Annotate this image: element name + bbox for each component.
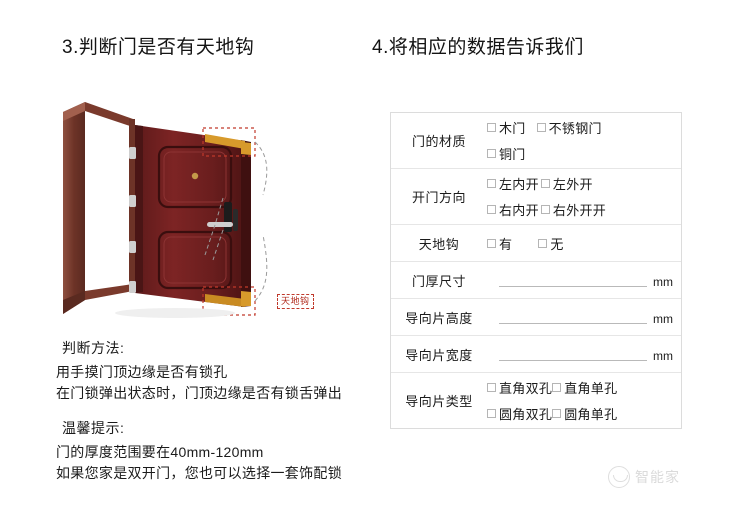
note-tip: 温馨提示: 门的厚度范围要在40mm-120mm 如果您家是双开门，您也可以选择… [56, 418, 342, 484]
table-row: 导向片宽度 mm [391, 336, 681, 373]
measure-field: mm [487, 346, 677, 363]
row-label-guide-plate-type: 导向片类型 [405, 394, 473, 409]
row-label-open-direction: 开门方向 [411, 190, 466, 205]
option-label: 不锈钢门 [548, 121, 602, 136]
checkbox-option-round-double-hole[interactable]: 圆角双孔 [487, 404, 552, 423]
checkbox-icon[interactable] [487, 383, 496, 392]
door-thickness-input[interactable] [499, 272, 647, 287]
note-tip-line-2: 如果您家是双开门，您也可以选择一套饰配锁 [56, 465, 342, 481]
option-label: 右外开开 [552, 203, 607, 218]
note-method: 判断方法: 用手摸门顶边缘是否有锁孔 在门锁弹出状态时，门顶边缘是否有锁舌弹出 [56, 338, 342, 404]
checkbox-icon[interactable] [552, 383, 562, 392]
checkbox-icon[interactable] [487, 205, 496, 214]
guide-plate-height-input[interactable] [499, 309, 647, 324]
option-label: 圆角双孔 [499, 407, 553, 422]
option-line: 直角双孔 直角单孔 [487, 377, 677, 398]
table-row: 导向片高度 mm [391, 299, 681, 336]
measure-field: mm [487, 309, 677, 326]
checkbox-icon[interactable] [552, 409, 562, 418]
option-label: 无 [550, 236, 564, 252]
row-label-door-thickness: 门厚尺寸 [411, 273, 466, 289]
checkbox-icon[interactable] [487, 149, 496, 158]
option-label: 左内开 [499, 177, 539, 192]
option-label: 木门 [499, 121, 526, 136]
option-label: 直角双孔 [499, 381, 553, 396]
checkbox-icon[interactable] [540, 179, 550, 188]
checkbox-option-no-tiandigou[interactable]: 无 [538, 234, 563, 253]
watermark-text: 智能家 [635, 469, 680, 485]
row-input-door-thickness: mm [487, 268, 681, 293]
note-method-title: 判断方法: [62, 340, 125, 356]
unit-label: mm [653, 311, 673, 326]
checkbox-option-left-inward[interactable]: 左内开 [487, 174, 539, 193]
note-tip-title: 温馨提示: [62, 420, 125, 436]
row-options-door-material: 木门 不锈钢门 铜门 [487, 113, 681, 168]
option-label: 直角单孔 [564, 381, 618, 396]
row-label-guide-plate-width: 导向片宽度 [405, 347, 473, 363]
checkbox-icon[interactable] [540, 205, 550, 214]
checkbox-option-copper-door[interactable]: 铜门 [487, 144, 526, 163]
option-line: 有 无 [487, 233, 677, 254]
annotation-label-tiandigou: 天地钩 [277, 294, 314, 309]
door-diagram-svg [63, 102, 268, 318]
option-line: 右内开 右外开开 [487, 199, 677, 220]
checkbox-icon[interactable] [538, 238, 548, 248]
watermark: 智能家 [608, 466, 680, 488]
guide-plate-width-input[interactable] [499, 346, 647, 361]
door-illustration: 天地钩 [55, 95, 314, 330]
table-row: 门的材质 木门 不锈钢门 铜门 [391, 113, 681, 169]
row-options-guide-plate-type: 直角双孔 直角单孔 圆角双孔 圆角单孔 [487, 373, 681, 428]
checkbox-option-left-outward[interactable]: 左外开 [540, 174, 593, 193]
note-method-line-2: 在门锁弹出状态时，门顶边缘是否有锁舌弹出 [56, 385, 342, 401]
checkbox-option-has-tiandigou[interactable]: 有 [487, 234, 512, 253]
checkbox-option-wooden-door[interactable]: 木门 [487, 118, 526, 137]
option-label: 铜门 [499, 147, 526, 162]
table-row: 导向片类型 直角双孔 直角单孔 圆角双孔 [391, 373, 681, 428]
section-heading-right: 4.将相应的数据告诉我们 [372, 37, 584, 58]
note-method-line-1: 用手摸门顶边缘是否有锁孔 [56, 364, 228, 380]
note-tip-line-1: 门的厚度范围要在40mm-120mm [56, 444, 264, 460]
door-spec-form: 门的材质 木门 不锈钢门 铜门 [390, 112, 682, 429]
checkbox-option-right-outward[interactable]: 右外开开 [540, 200, 607, 219]
table-row: 开门方向 左内开 左外开 右内开 [391, 169, 681, 225]
checkbox-icon[interactable] [487, 409, 496, 418]
option-line: 木门 不锈钢门 [487, 117, 677, 138]
row-label-guide-plate-height: 导向片高度 [405, 310, 473, 326]
unit-label: mm [653, 274, 673, 289]
option-line: 圆角双孔 圆角单孔 [487, 403, 677, 424]
unit-label: mm [653, 348, 673, 363]
checkbox-option-round-single-hole[interactable]: 圆角单孔 [552, 404, 617, 423]
row-options-open-direction: 左内开 左外开 右内开 右外开开 [487, 169, 681, 224]
checkbox-icon[interactable] [536, 123, 546, 132]
watermark-logo-icon [608, 466, 630, 488]
checkbox-option-right-inward[interactable]: 右内开 [487, 200, 539, 219]
option-label: 右内开 [499, 203, 539, 218]
checkbox-icon[interactable] [487, 179, 496, 188]
checkbox-icon[interactable] [487, 238, 496, 248]
checkbox-option-square-single-hole[interactable]: 直角单孔 [552, 378, 617, 397]
table-row: 天地钩 有 无 [391, 225, 681, 262]
checkbox-option-square-double-hole[interactable]: 直角双孔 [487, 378, 552, 397]
row-label-tiandigou: 天地钩 [418, 236, 460, 252]
table-row: 门厚尺寸 mm [391, 262, 681, 299]
option-label: 有 [499, 236, 513, 252]
option-line: 铜门 [487, 143, 677, 164]
section-heading-left: 3.判断门是否有天地钩 [62, 37, 255, 58]
option-line: 左内开 左外开 [487, 173, 677, 194]
checkbox-option-stainless-steel-door[interactable]: 不锈钢门 [536, 118, 602, 137]
measure-field: mm [487, 272, 677, 289]
row-options-tiandigou: 有 无 [487, 229, 681, 258]
row-label-door-material: 门的材质 [411, 134, 466, 149]
row-input-guide-plate-height: mm [487, 305, 681, 330]
row-input-guide-plate-width: mm [487, 342, 681, 367]
option-label: 圆角单孔 [564, 407, 618, 422]
option-label: 左外开 [552, 177, 593, 192]
checkbox-icon[interactable] [487, 123, 496, 132]
